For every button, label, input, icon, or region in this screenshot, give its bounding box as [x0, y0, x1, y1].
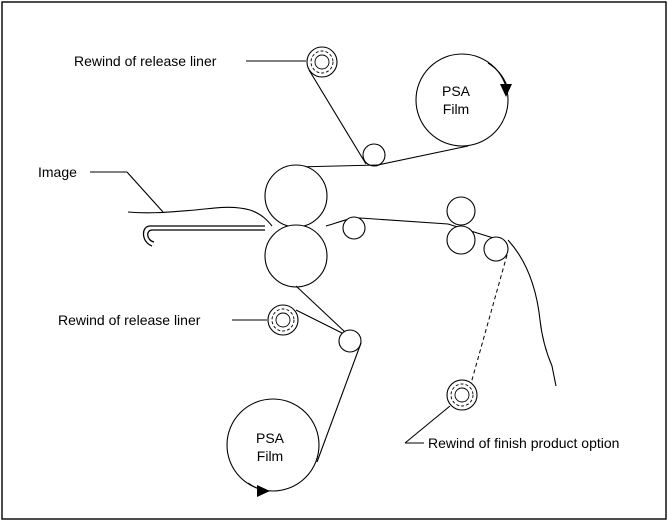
bottom-psa-film-roll [226, 398, 320, 492]
finish-product-rewind-inner [450, 383, 474, 407]
bottom-film-web-to-roll [316, 342, 362, 463]
upper-pull-roller [446, 196, 476, 226]
finish-product-rewind-roll [446, 379, 478, 411]
top-rewind-label: Rewind of release liner [74, 53, 217, 69]
bottom-release-liner-rewind-core [275, 312, 291, 328]
top-film-web-to-idler [377, 145, 469, 166]
exit-idler-roller [342, 216, 366, 240]
bottom-liner-web [295, 309, 343, 334]
finish-rewind-leader-slope [404, 405, 451, 444]
top-release-liner-rewind-core [314, 54, 330, 70]
exit-roller [483, 236, 509, 262]
top-liner-web [308, 69, 367, 165]
lower-pull-roller [446, 225, 476, 255]
bottom-rotation-arrowhead [257, 485, 270, 497]
top-psa-film-label-line1: PSA [442, 83, 471, 99]
top-film-web-to-nip [295, 164, 379, 168]
top-psa-film-label-line2: Film [443, 101, 469, 117]
top-idler-roller [362, 143, 386, 167]
upper-nip-roller [264, 164, 328, 228]
top-release-liner-rewind-inner [310, 50, 334, 74]
finish-rewind-label: Rewind of finish product option [428, 435, 619, 451]
bottom-release-liner-rewind-inner [271, 308, 295, 332]
exit-web-free [507, 239, 557, 387]
top-release-liner-rewind-roll [306, 46, 338, 78]
image-web [127, 206, 273, 227]
image-label: Image [38, 164, 77, 180]
finish-product-rewind-core [454, 387, 470, 403]
feed-tray-hook [142, 225, 265, 247]
lower-nip-roller [264, 224, 328, 288]
bottom-release-liner-rewind-roll [267, 304, 299, 336]
bottom-idler-roller [338, 329, 362, 353]
bottom-film-web-from-nip [295, 285, 346, 333]
top-psa-film-roll [415, 53, 509, 147]
image-leader-slope [126, 171, 164, 213]
bottom-psa-film-label-line2: Film [257, 448, 283, 464]
bottom-rewind-label: Rewind of release liner [58, 312, 201, 328]
top-rotation-arrowhead [500, 84, 512, 97]
bottom-psa-film-label-line1: PSA [256, 430, 285, 446]
finish-rewind-dashed-path [469, 254, 508, 388]
